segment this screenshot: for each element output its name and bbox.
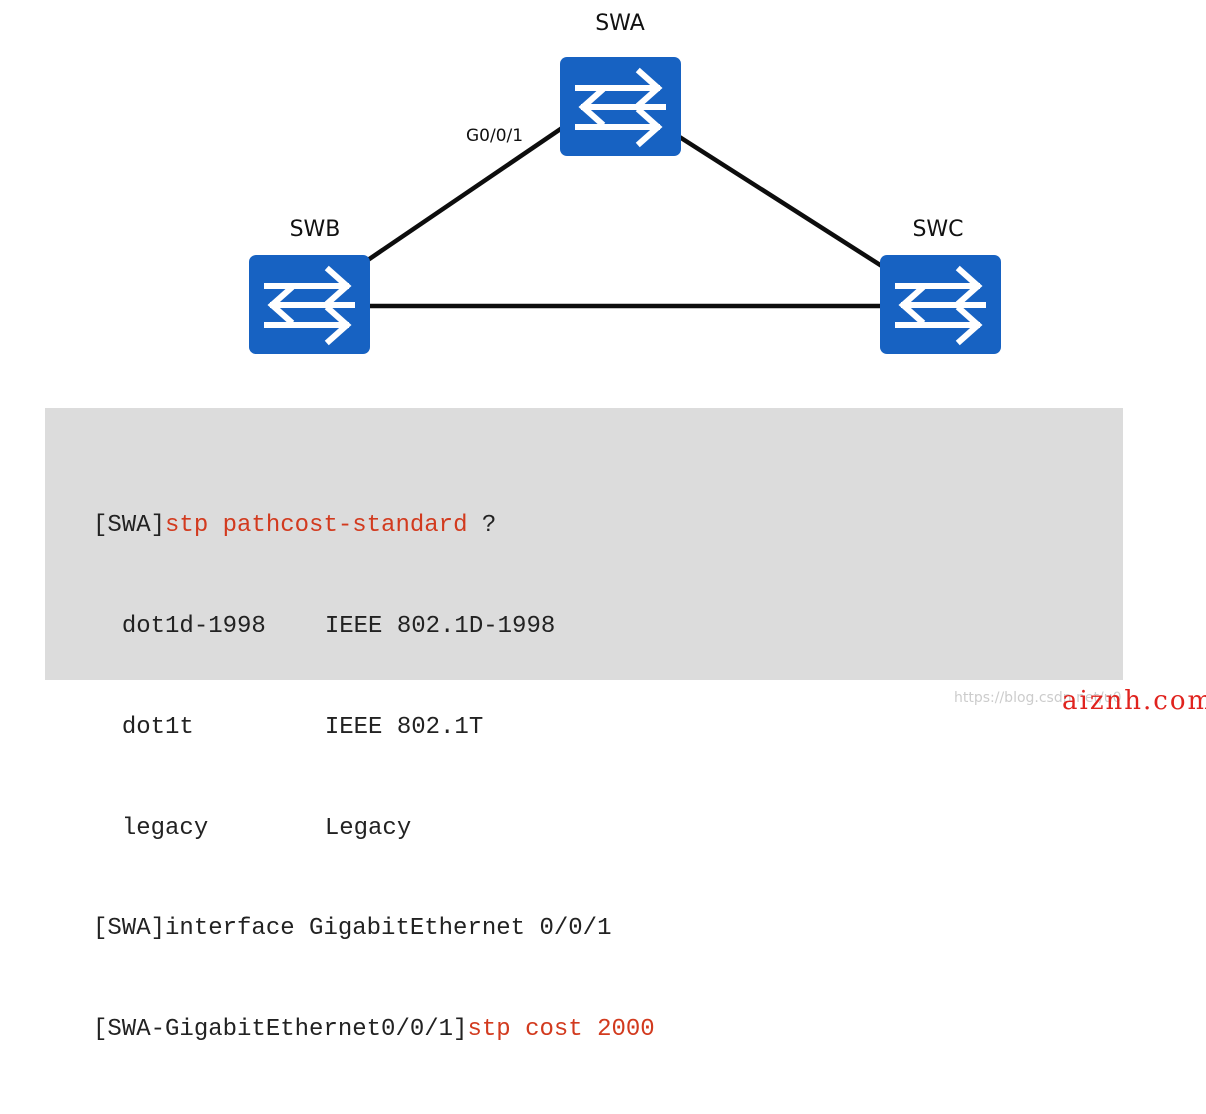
cli-line-5: [SWA]interface GigabitEthernet 0/0/1 (93, 915, 612, 943)
cli-option-desc: IEEE 802.1D-1998 (324, 612, 556, 640)
cli-command: stp pathcost-standard (165, 512, 468, 540)
watermark-url: https://blog.csdn.net/u0 (954, 690, 1122, 706)
cli-prompt: [SWA-GigabitEthernet0/0/1] (93, 1016, 468, 1044)
cli-option-key: dot1t (121, 713, 194, 741)
cli-panel: [SWA]stp pathcost-standard ? dot1d-1998 I… (45, 408, 1123, 1043)
switch-icon (249, 255, 370, 354)
label-swb: SWB (290, 217, 341, 242)
cli-option-key: dot1d-1998 (121, 612, 266, 640)
link-swa-swc (675, 133, 891, 273)
brand-watermark: aiznh.com (1062, 686, 1206, 716)
cli-option-row: dot1d-1998 IEEE 802.1D-1998 (93, 610, 655, 644)
network-topology: SWA SWB SWC G0/0/1 (0, 11, 1206, 400)
cli-option-desc: Legacy (324, 814, 412, 842)
port-label-g0-0-1: G0/0/1 (466, 126, 523, 146)
cli-suffix: ? (467, 512, 497, 540)
cli-line-6: [SWA-GigabitEthernet0/0/1]stp cost 2000 (93, 1013, 655, 1047)
cli-line-1: [SWA]stp pathcost-standard ? (93, 509, 655, 543)
label-swc: SWC (912, 217, 963, 242)
switch-icon (880, 255, 1001, 354)
switch-swa (560, 57, 681, 156)
switch-icon (560, 57, 681, 156)
label-swa: SWA (595, 11, 645, 36)
switch-swb (249, 255, 370, 354)
cli-option-row: legacy Legacy (93, 812, 655, 846)
cli-option-key: legacy (121, 814, 209, 842)
cli-output: [SWA]stp pathcost-standard ? dot1d-1998 I… (93, 442, 655, 1114)
cli-command: stp cost 2000 (467, 1016, 655, 1044)
cli-prompt: [SWA] (93, 512, 166, 540)
switch-swc (880, 255, 1001, 354)
link-swa-swb (359, 125, 565, 267)
